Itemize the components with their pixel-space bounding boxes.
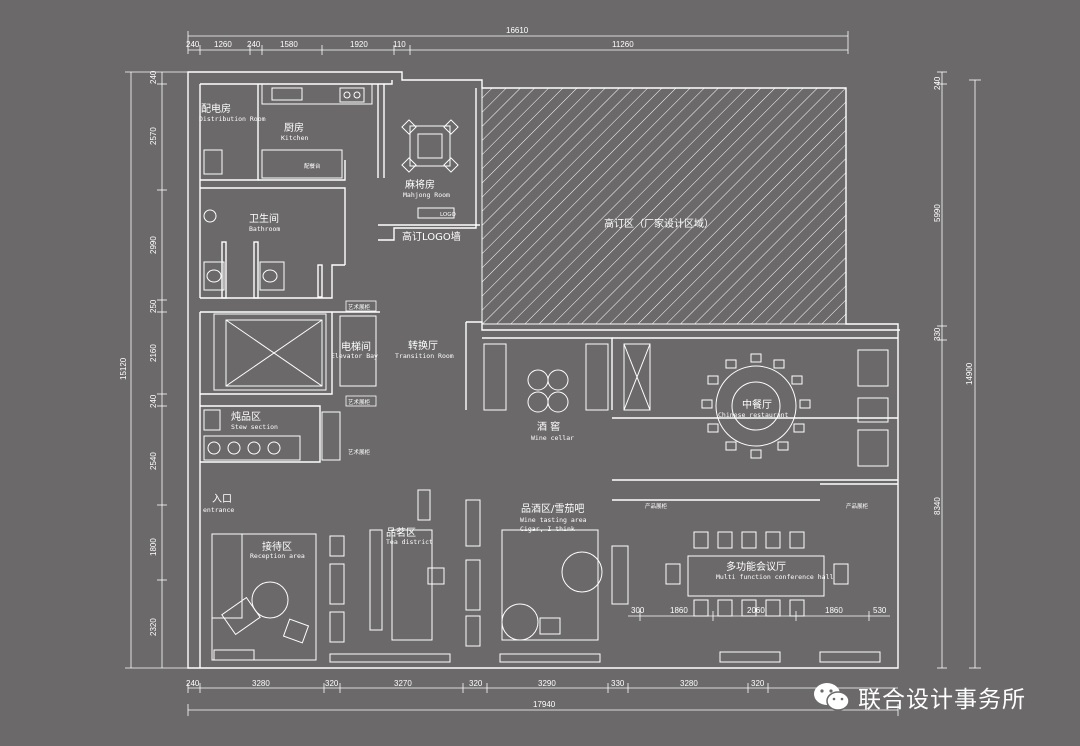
room-transition-cn: 转换厅 <box>408 339 438 352</box>
room-tea-en: Tea district <box>386 538 433 546</box>
dim-top-seg: 1260 <box>214 40 232 49</box>
logo-tag-label: LOGO <box>440 212 456 218</box>
dim-bottom-seg: 3290 <box>538 679 556 688</box>
custom-area-hatch <box>481 87 847 325</box>
dim-right-seg: 330 <box>933 327 942 341</box>
room-elevator-en: Elevator Bay <box>331 352 378 360</box>
dim-right-seg: 5990 <box>933 204 942 222</box>
room-conference-en: Multi function conference hall <box>716 573 833 581</box>
room-chinese-restaurant-en: Chinese restaurant <box>718 411 789 419</box>
room-conference-cn: 多功能会议厅 <box>726 560 786 573</box>
dim-top-seg: 240 <box>186 40 200 49</box>
room-wine-tasting-cn: 品酒区/雪茄吧 <box>521 502 584 515</box>
room-distribution-cn: 配电房 <box>201 102 231 115</box>
dim-left-seg: 2570 <box>149 127 158 145</box>
room-elevator-cn: 电梯间 <box>341 340 371 353</box>
dim-bottom-seg: 3280 <box>252 679 270 688</box>
dim-table-seg: 530 <box>873 606 887 615</box>
dim-top-seg: 1920 <box>350 40 368 49</box>
dim-top-seg: 240 <box>247 40 261 49</box>
dim-left-total: 15120 <box>119 357 128 380</box>
dim-left-seg: 1800 <box>149 538 158 556</box>
room-wine-tasting-en1: Wine tasting area <box>520 516 587 524</box>
room-entrance-en: entrance <box>203 506 234 514</box>
dim-bottom-seg: 320 <box>469 679 483 688</box>
conference-chairs <box>665 531 849 617</box>
dim-right-seg: 240 <box>933 76 942 90</box>
room-bathroom-en: Bathroom <box>249 225 280 233</box>
room-kitchen-cn: 厨房 <box>284 121 304 134</box>
room-logo-wall: 高订LOGO墙 <box>402 230 461 243</box>
dimension-labels: 16610 240 1260 240 1580 1920 110 11260 2… <box>119 26 974 709</box>
dim-left-seg: 2320 <box>149 618 158 636</box>
dimension-lines <box>125 31 981 716</box>
restaurant-chairs <box>701 353 811 459</box>
walls <box>187 71 900 669</box>
room-mahjong-cn: 麻将房 <box>405 178 435 191</box>
room-distribution-en: Distribution Room <box>199 115 266 123</box>
dim-left-seg: 2990 <box>149 236 158 254</box>
room-mahjong-en: Mahjong Room <box>403 191 450 199</box>
dim-bottom-seg: 3280 <box>680 679 698 688</box>
dim-bottom-seg: 330 <box>611 679 625 688</box>
kitchen-counter-label: 配餐台 <box>304 162 321 170</box>
room-labels: 配电房 Distribution Room 厨房 Kitchen 配餐台 麻将房… <box>199 102 833 581</box>
dim-bottom-seg: 240 <box>186 679 200 688</box>
dim-left-seg: 240 <box>149 70 158 84</box>
room-stew-cn: 炖品区 <box>231 410 261 423</box>
room-tea-cn: 品茗区 <box>386 527 416 539</box>
room-chinese-restaurant-cn: 中餐厅 <box>742 398 772 411</box>
room-custom-area: 高订区（厂家设计区域） <box>604 217 714 230</box>
small-labels: 艺术展柜 艺术展柜 艺术展柜 产品展柜 产品展柜 LOGO <box>345 212 869 510</box>
dim-right-seg: 8340 <box>933 497 942 515</box>
fixtures <box>203 83 889 663</box>
room-stew-en: Stew section <box>231 423 278 431</box>
art-display-label: 艺术展柜 <box>348 398 371 406</box>
dim-left-seg: 250 <box>149 299 158 313</box>
room-bathroom-cn: 卫生间 <box>249 212 279 225</box>
dim-table-seg: 1860 <box>825 606 843 615</box>
product-display-label: 产品展柜 <box>645 502 668 510</box>
room-wine-cellar-cn: 酒 窖 <box>537 420 560 433</box>
wechat-icon <box>814 683 850 711</box>
watermark-text: 联合设计事务所 <box>858 687 1026 713</box>
dim-left-seg: 240 <box>149 394 158 408</box>
dim-top-seg: 11260 <box>612 40 634 49</box>
art-display-label: 艺术展柜 <box>348 448 371 456</box>
room-kitchen-en: Kitchen <box>281 134 308 142</box>
art-display-label: 艺术展柜 <box>348 303 371 311</box>
room-wine-cellar-en: Wine cellar <box>531 434 574 442</box>
dim-bottom-seg: 320 <box>751 679 765 688</box>
dim-bottom-seg: 320 <box>325 679 339 688</box>
dim-table-seg: 300 <box>631 606 645 615</box>
room-transition-en: Transition Room <box>395 352 454 360</box>
dim-bottom-seg: 3270 <box>394 679 412 688</box>
room-wine-tasting-en2: Cigar, I think <box>520 525 575 533</box>
room-reception-en: Reception area <box>250 552 305 560</box>
dim-right-total: 14900 <box>965 362 974 385</box>
dim-left-seg: 2540 <box>149 452 158 470</box>
dim-left-seg: 2160 <box>149 344 158 362</box>
dim-top-total: 16610 <box>506 26 529 35</box>
room-entrance-cn: 入口 <box>212 494 232 505</box>
dim-bottom-total: 17940 <box>533 700 556 709</box>
dim-table-seg: 1860 <box>670 606 688 615</box>
room-reception-cn: 接待区 <box>262 540 292 553</box>
dim-top-seg: 110 <box>393 40 406 49</box>
watermark: 联合设计事务所 <box>812 680 1026 714</box>
dim-top-seg: 1580 <box>280 40 298 49</box>
product-display-label: 产品展柜 <box>846 502 869 510</box>
